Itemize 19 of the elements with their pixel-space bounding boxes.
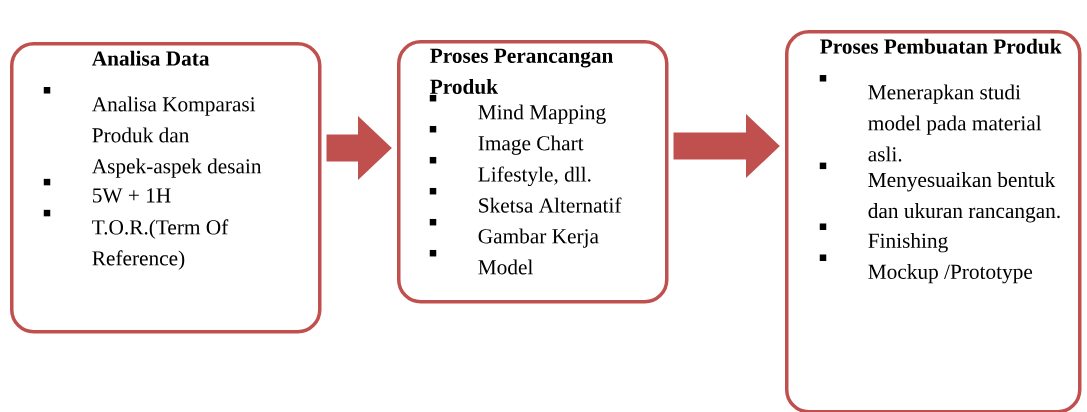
bullet-item: Sketsa Alternatif	[429, 187, 622, 213]
bullet-item: Mockup /Prototype	[819, 254, 1033, 284]
bullet-item: Menyesuaikan bentuk dan ukuran rancangan.	[819, 162, 1060, 223]
bullet-item: Lifestyle, dll.	[429, 156, 591, 187]
bullet-item: Image Chart	[429, 125, 584, 155]
bullet-item: T.O.R.(Term Of Reference)	[43, 209, 229, 270]
heading: Proses Pembuatan Produk	[820, 38, 1062, 54]
bullet-item: Menerapkan studi model pada material asli.	[819, 75, 1042, 162]
process-box	[397, 40, 669, 304]
bullet-item: Mind Mapping	[429, 94, 606, 124]
bullet-item: Gambar Kerja	[429, 218, 599, 248]
heading: Proses Perancangan Produk	[430, 48, 613, 94]
bullet-item: Finishing	[819, 223, 948, 253]
bullet-item: Analisa Komparasi Produk dan Aspek-aspek desain	[43, 87, 262, 178]
process-box	[785, 30, 1082, 412]
bullet-item: 5W + 1H	[43, 178, 171, 203]
process-box	[10, 42, 322, 334]
heading: Analisa Data	[91, 50, 210, 66]
bullet-item: Model	[429, 249, 533, 275]
